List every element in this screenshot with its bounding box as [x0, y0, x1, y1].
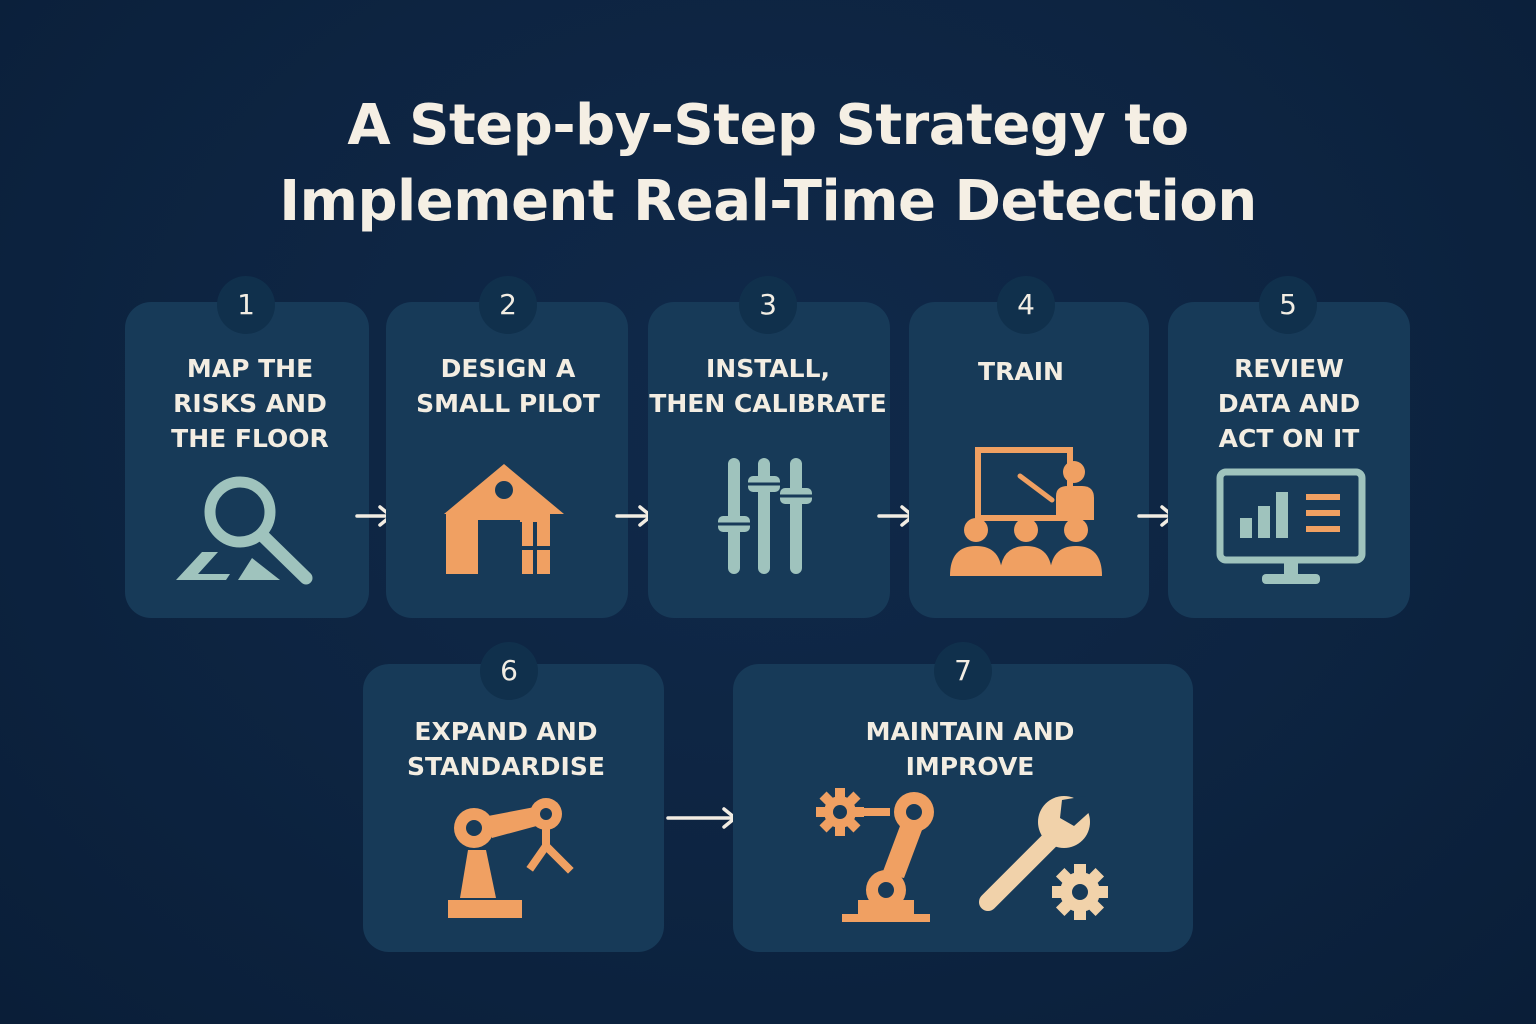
step-number-badge-5: 5 [1259, 276, 1317, 334]
step-number-badge-3: 3 [739, 276, 797, 334]
step-number-badge-4: 4 [997, 276, 1055, 334]
robot-arm-icon [448, 798, 574, 918]
presentation-icon [950, 447, 1102, 576]
step-card-2 [386, 302, 628, 618]
house-icon [444, 464, 564, 574]
step-number-badge-2: 2 [479, 276, 537, 334]
step-label-6: EXPAND AND STANDARDISE [407, 717, 605, 781]
diagram-title: A Step-by-Step Strategy to Implement Rea… [0, 88, 1536, 240]
magnifier-icon [176, 476, 313, 585]
step-label-7: MAINTAIN AND IMPROVE [865, 717, 1075, 781]
step-label-3: INSTALL, THEN CALIBRATE [649, 354, 887, 418]
robot-arm-icon [842, 792, 934, 922]
sliders-icon [718, 458, 812, 574]
title-line-2: Implement Real-Time Detection [279, 169, 1257, 234]
step-label-5: REVIEW DATA AND ACT ON IT [1217, 354, 1361, 453]
step-label-4: TRAIN [978, 357, 1064, 386]
wrench-icon [979, 796, 1094, 911]
step-card-1 [125, 302, 369, 618]
step-label-1: MAP THE RISKS AND THE FLOOR [171, 354, 329, 453]
monitor-chart-icon [1216, 468, 1366, 584]
step-number-badge-6: 6 [480, 642, 538, 700]
gear-icon [816, 788, 864, 836]
title-line-1: A Step-by-Step Strategy to [347, 93, 1189, 158]
long-arrow-right-icon [666, 807, 737, 829]
step-number-badge-7: 7 [934, 642, 992, 700]
step-label-2: DESIGN A SMALL PILOT [416, 354, 600, 418]
gear-icon [1052, 864, 1108, 920]
step-number-badge-1: 1 [217, 276, 275, 334]
step-card-7 [733, 664, 1193, 952]
robot-arm-wrench-gear-icon [816, 788, 1108, 922]
